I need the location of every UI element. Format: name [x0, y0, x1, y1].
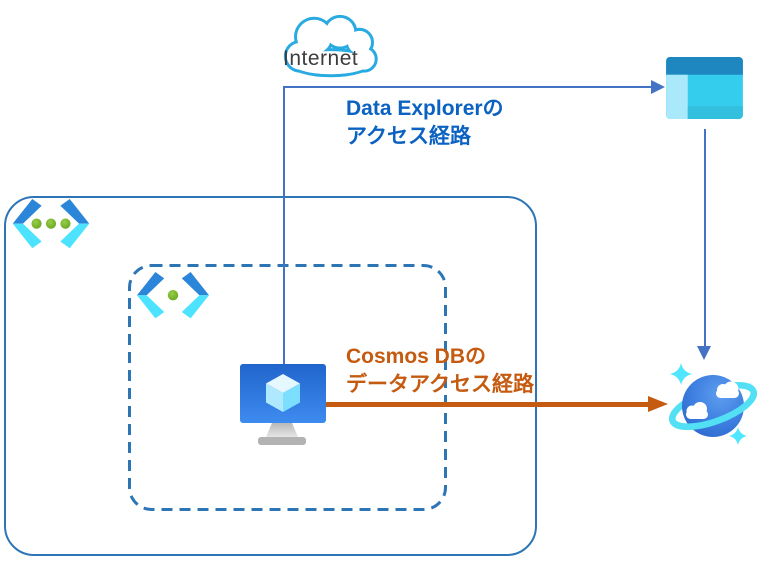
- internet-node: Internet: [262, 4, 392, 86]
- internet-cloud-icon: [283, 14, 378, 78]
- internet-label: Internet: [283, 47, 359, 70]
- data-explorer-route-label-line2: アクセス経路: [346, 125, 471, 148]
- data-explorer-route-label: Data Explorerの アクセス経路: [346, 95, 504, 151]
- virtual-network-icon: [12, 199, 90, 249]
- virtual-network-boundary: [4, 196, 537, 556]
- subnet-icon: [137, 272, 209, 319]
- line-internet-to-vm: [283, 87, 285, 364]
- subnet-boundary: [128, 264, 447, 511]
- arrow-internet-to-data-explorer-line: [283, 86, 652, 88]
- virtual-machine-icon: [240, 364, 326, 445]
- arrow-data-explorer-to-cosmos-head: [697, 346, 711, 360]
- arrow-vm-to-cosmos-head: [648, 396, 668, 412]
- arrow-vm-to-cosmos-line: [326, 402, 649, 407]
- cosmos-route-label: Cosmos DBの データアクセス経路: [346, 343, 534, 399]
- cosmos-db-icon: [668, 363, 758, 445]
- cosmos-route-label-line1: Cosmos DBの: [346, 345, 487, 368]
- arrow-internet-to-data-explorer-head: [651, 80, 665, 94]
- data-explorer-browser-icon: [666, 57, 743, 119]
- arrow-data-explorer-to-cosmos-line: [704, 129, 706, 346]
- data-explorer-route-label-line1: Data Explorerの: [346, 97, 504, 120]
- cosmos-route-label-line2: データアクセス経路: [346, 373, 534, 396]
